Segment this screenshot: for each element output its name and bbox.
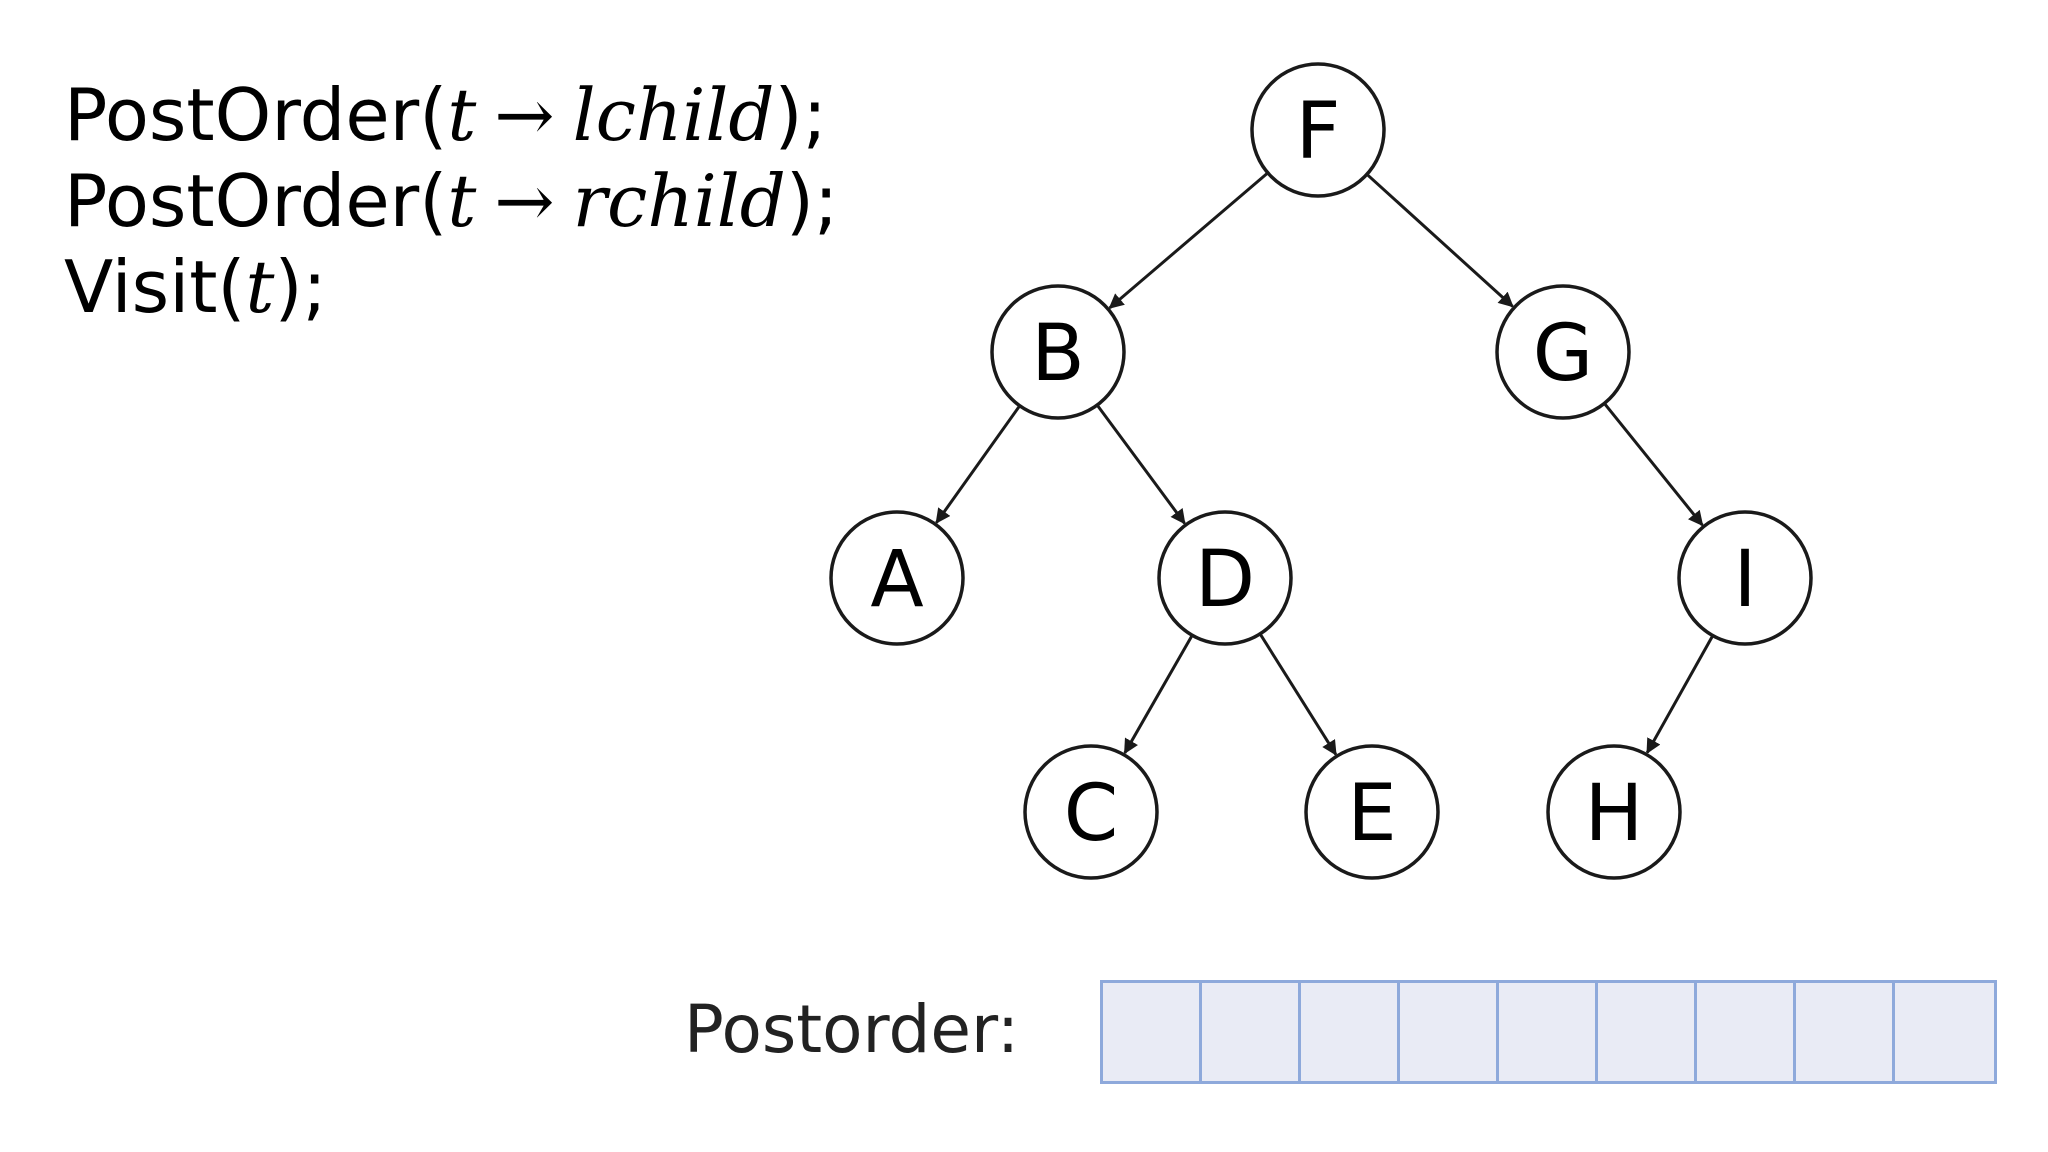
arrow-operator: → — [494, 73, 555, 157]
variable-t: t — [447, 73, 477, 157]
tree-edge-g-i — [1603, 402, 1704, 527]
tree-node-e: E — [1304, 744, 1440, 880]
node-label: G — [1533, 309, 1593, 399]
function-name: Visit — [64, 245, 218, 329]
node-circle — [990, 284, 1126, 420]
tree-node-f: F — [1250, 62, 1386, 198]
open-paren: ( — [419, 159, 448, 243]
variable-rchild: rchild — [572, 159, 786, 243]
node-label: H — [1585, 769, 1644, 859]
tree-node-d: D — [1157, 510, 1293, 646]
node-circle — [1546, 744, 1682, 880]
tree-edge-b-a — [935, 404, 1021, 524]
node-circle — [1677, 510, 1813, 646]
tree-edge-b-d — [1096, 404, 1186, 525]
tree-edges — [935, 171, 1715, 756]
tree-node-h: H — [1546, 744, 1682, 880]
binary-tree: F B G A D I C E H — [829, 62, 1813, 880]
tree-node-c: C — [1023, 744, 1159, 880]
function-name: PostOrder — [64, 73, 420, 157]
postorder-cell[interactable] — [1301, 983, 1400, 1081]
node-circle — [1023, 744, 1159, 880]
code-line-1: PostOrder(t→lchild); — [64, 72, 838, 158]
postorder-cell[interactable] — [1499, 983, 1598, 1081]
close-paren-semicolon: ); — [785, 159, 839, 243]
postorder-cell[interactable] — [1598, 983, 1697, 1081]
postorder-cell[interactable] — [1895, 983, 1994, 1081]
tree-node-i: I — [1677, 510, 1813, 646]
tree-node-a: A — [829, 510, 965, 646]
node-label: E — [1347, 769, 1396, 859]
close-paren-semicolon: ); — [274, 245, 327, 329]
tree-edge-d-e — [1258, 633, 1338, 756]
tree-edge-d-c — [1123, 634, 1194, 755]
postorder-cell[interactable] — [1202, 983, 1301, 1081]
tree-edge-f-b — [1108, 171, 1269, 309]
postorder-array — [1100, 980, 1997, 1084]
tree-nodes: F B G A D I C E H — [829, 62, 1813, 880]
node-circle — [1157, 510, 1293, 646]
tree-node-b: B — [990, 284, 1126, 420]
postorder-cell[interactable] — [1796, 983, 1895, 1081]
code-line-3: Visit(t); — [64, 244, 838, 330]
node-label: D — [1195, 535, 1255, 625]
close-paren-semicolon: ); — [774, 73, 827, 157]
postorder-cell[interactable] — [1103, 983, 1202, 1081]
pseudocode-block: PostOrder(t→lchild); PostOrder(t→rchild)… — [64, 72, 838, 330]
node-label: A — [870, 535, 923, 625]
variable-t: t — [447, 159, 477, 243]
node-label: F — [1296, 87, 1341, 177]
code-line-2: PostOrder(t→rchild); — [64, 158, 838, 244]
postorder-cell[interactable] — [1400, 983, 1499, 1081]
function-name: PostOrder — [64, 159, 420, 243]
node-circle — [1250, 62, 1386, 198]
open-paren: ( — [217, 245, 246, 329]
node-circle — [1495, 284, 1631, 420]
node-label: C — [1064, 769, 1118, 859]
node-circle — [1304, 744, 1440, 880]
node-circle — [829, 510, 965, 646]
tree-node-g: G — [1495, 284, 1631, 420]
node-label: B — [1031, 309, 1085, 399]
postorder-label: Postorder: — [684, 991, 1020, 1068]
tree-edge-i-h — [1645, 634, 1715, 754]
postorder-cell[interactable] — [1697, 983, 1796, 1081]
variable-t: t — [245, 245, 275, 329]
arrow-operator: → — [494, 159, 555, 243]
open-paren: ( — [419, 73, 448, 157]
tree-edge-f-g — [1365, 173, 1514, 308]
variable-lchild: lchild — [572, 73, 775, 157]
node-label: I — [1733, 535, 1756, 625]
